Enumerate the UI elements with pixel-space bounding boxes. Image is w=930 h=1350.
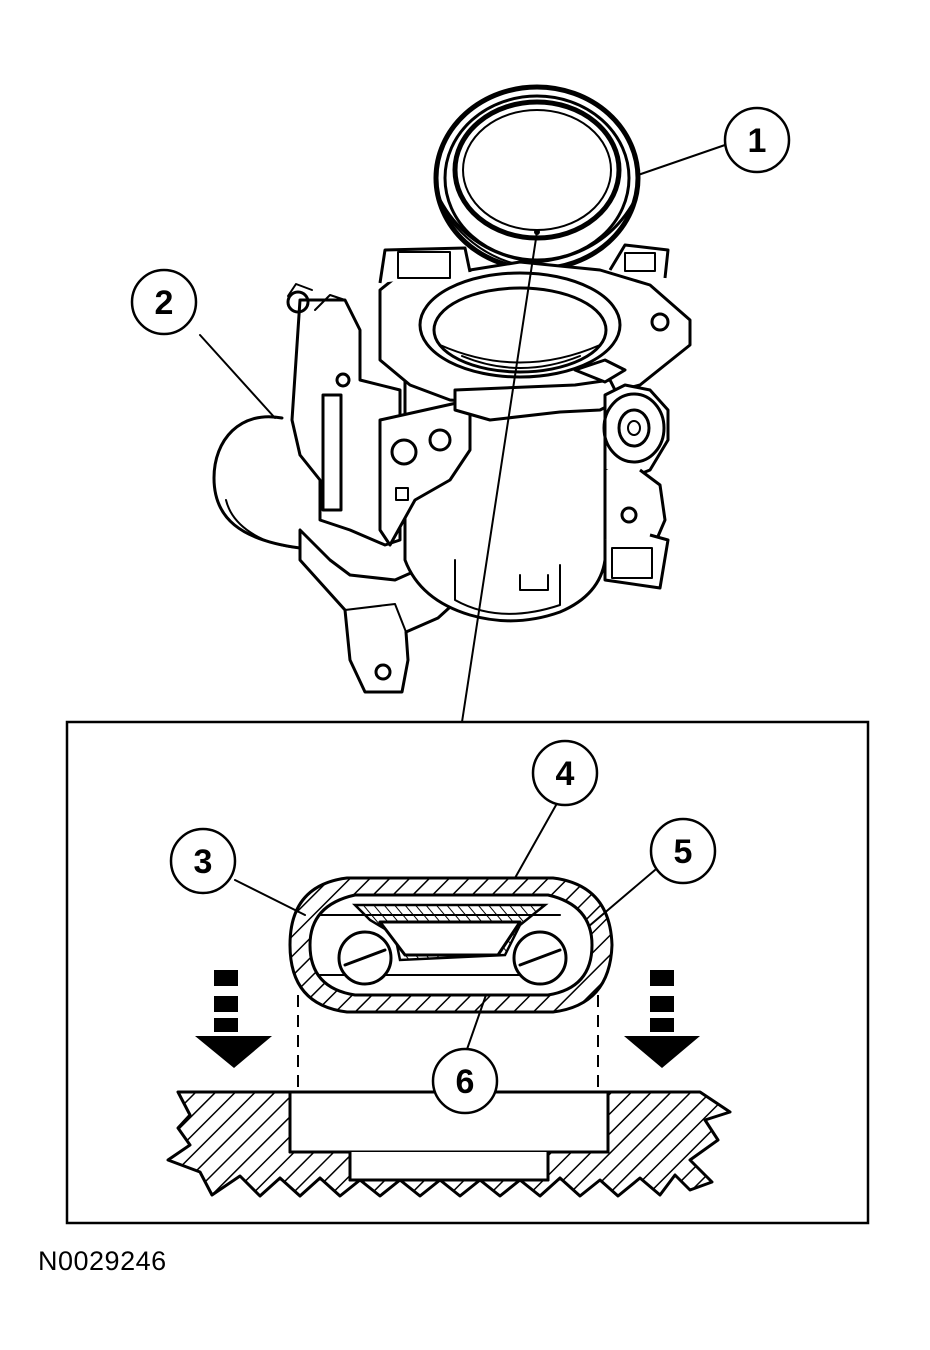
press-arrow-right xyxy=(624,970,700,1068)
press-arrow-left xyxy=(195,970,272,1068)
gasket-ring xyxy=(433,84,641,272)
svg-text:5: 5 xyxy=(674,833,693,871)
callout-4: 4 xyxy=(531,739,599,807)
callout-6: 6 xyxy=(431,1047,499,1115)
alignment-guides xyxy=(297,995,599,1092)
gasket-cross-section xyxy=(288,876,614,1014)
svg-text:3: 3 xyxy=(194,843,213,881)
svg-text:1: 1 xyxy=(748,122,767,160)
callout-5: 5 xyxy=(649,817,717,885)
svg-text:2: 2 xyxy=(155,284,174,322)
detail-inset-frame xyxy=(65,720,870,1225)
housing-cross-section xyxy=(166,1090,732,1198)
svg-text:4: 4 xyxy=(556,755,575,793)
throttle-body xyxy=(212,243,692,694)
callout-1: 1 xyxy=(723,106,791,174)
figure-reference-code: N0029246 xyxy=(38,1246,167,1276)
callout-2: 2 xyxy=(130,268,198,336)
svg-text:6: 6 xyxy=(456,1063,475,1101)
callout-3: 3 xyxy=(169,827,237,895)
